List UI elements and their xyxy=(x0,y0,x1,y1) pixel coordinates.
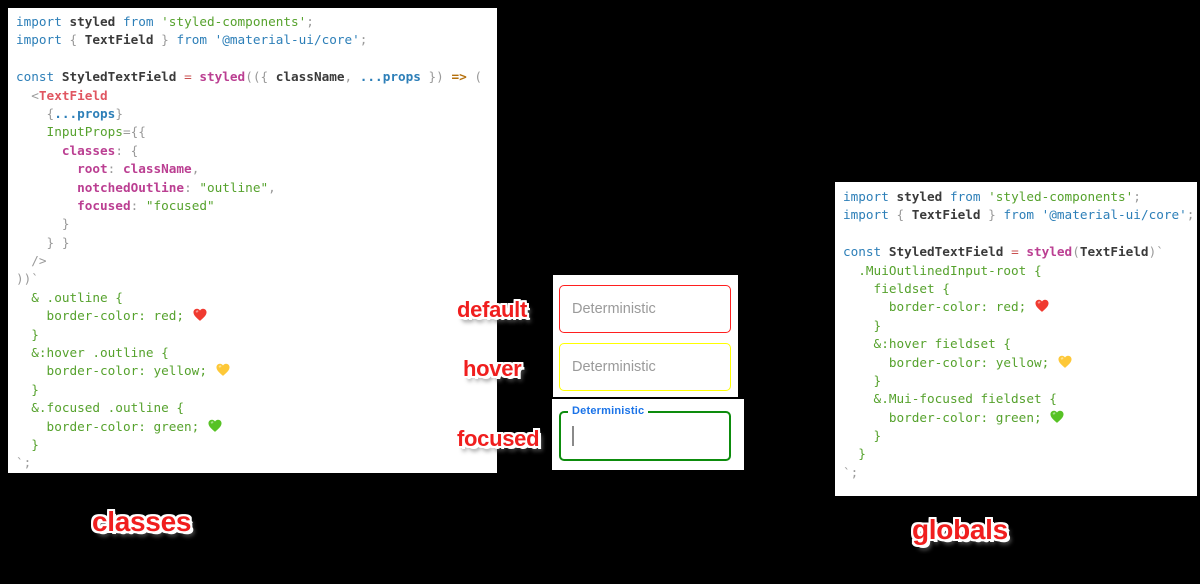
heart-yellow-icon xyxy=(1057,354,1073,372)
textfield-placeholder: Deterministic xyxy=(572,301,656,317)
code-line: border-color: yellow; xyxy=(16,362,497,380)
code-line: {...props} xyxy=(16,105,123,121)
code-line: import { TextField } from '@material-ui/… xyxy=(16,32,368,48)
code-line: import { TextField } from '@material-ui/… xyxy=(843,207,1195,223)
classes-code-block: import styled from 'styled-components'; i… xyxy=(8,8,497,473)
code-line: const StyledTextField = styled(TextField… xyxy=(843,244,1164,260)
code-line: } xyxy=(16,436,39,452)
code-line: notchedOutline: "outline", xyxy=(16,179,276,195)
code-line: fieldset { xyxy=(843,280,950,296)
code-line: } xyxy=(843,446,866,462)
code-line: &:hover .outline { xyxy=(16,345,169,361)
annotation-hover-label: hover xyxy=(463,356,522,381)
code-line: import styled from 'styled-components'; xyxy=(16,14,314,29)
code-line: focused: "focused" xyxy=(16,197,215,213)
code-line: border-color: green; xyxy=(843,409,1197,427)
code-line: &.Mui-focused fieldset { xyxy=(843,391,1057,407)
code-line: border-color: red; xyxy=(16,307,497,325)
caption-classes-label: classes xyxy=(92,506,192,537)
code-line: .MuiOutlinedInput-root { xyxy=(843,262,1042,278)
textfield-floating-label: Deterministic xyxy=(568,404,649,419)
code-line: } } xyxy=(16,234,70,250)
code-line: import styled from 'styled-components'; xyxy=(843,189,1141,204)
textfield-focused-state[interactable]: Deterministic xyxy=(559,404,731,461)
code-line: const StyledTextField = styled(({ classN… xyxy=(16,69,483,85)
code-line: } xyxy=(843,428,882,444)
code-line: } xyxy=(16,381,39,397)
heart-yellow-icon xyxy=(215,362,231,380)
code-line: border-color: green; xyxy=(16,418,497,436)
code-line: } xyxy=(843,317,882,333)
code-line: root: className, xyxy=(16,161,200,177)
code-line: `; xyxy=(843,464,859,480)
code-line: <TextField xyxy=(16,87,108,103)
code-line: } xyxy=(16,326,39,342)
code-line: &:hover fieldset { xyxy=(843,336,1012,352)
code-line: classes: { xyxy=(16,142,139,158)
code-line: /> xyxy=(16,253,47,269)
textfield-placeholder: Deterministic xyxy=(572,359,656,375)
annotation-default-label: default xyxy=(457,297,528,322)
code-line xyxy=(843,225,1197,243)
code-line: } xyxy=(843,372,882,388)
heart-green-icon xyxy=(207,418,223,436)
heart-green-icon xyxy=(1049,409,1065,427)
caption-globals-label: globals xyxy=(912,514,1008,545)
code-line: border-color: red; xyxy=(843,298,1197,316)
textfield-default-state[interactable]: Deterministic xyxy=(559,285,731,333)
annotation-focused-label: focused xyxy=(457,426,540,451)
code-line: } xyxy=(16,216,70,232)
code-line: ))` xyxy=(16,271,39,287)
globals-code-block: import styled from 'styled-components'; i… xyxy=(835,182,1197,496)
code-line: border-color: yellow; xyxy=(843,354,1197,372)
code-line: InputProps={{ xyxy=(16,124,146,140)
code-line: & .outline { xyxy=(16,289,123,305)
code-line xyxy=(16,50,497,68)
heart-red-icon xyxy=(1034,298,1050,316)
heart-red-icon xyxy=(192,307,208,325)
code-line: &.focused .outline { xyxy=(16,400,185,416)
text-cursor xyxy=(572,426,574,446)
code-line: `; xyxy=(16,455,32,471)
textfield-hover-state[interactable]: Deterministic xyxy=(559,343,731,391)
